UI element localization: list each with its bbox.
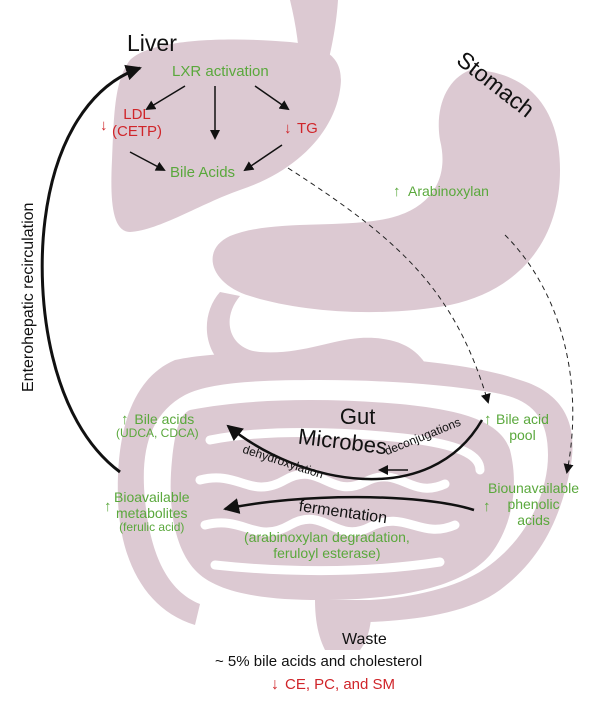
- phenolic-acids-label: Biounavailable phenolic acids: [488, 480, 579, 528]
- liver-arrows: [129, 85, 290, 172]
- waste-line1: ~ 5% bile acids and cholesterol: [215, 653, 423, 670]
- liver-title: Liver: [127, 30, 177, 56]
- bile-acid-pool-line1: Bile acid: [496, 411, 549, 427]
- metabolites-line1: Bioavailable: [114, 489, 190, 505]
- waste-line2: CE, PC, and SM: [285, 676, 396, 693]
- waste-down-arrow-icon: ↓: [271, 676, 279, 693]
- digestive-tract-silhouette: [111, 0, 573, 650]
- waste-title: Waste: [342, 631, 387, 648]
- intestine-coil-lines: [195, 428, 485, 576]
- arabinoxylan-label: Arabinoxylan: [408, 183, 489, 199]
- metabolites-line2: metabolites: [115, 505, 188, 522]
- ldl-label: LDL (CETP): [112, 106, 162, 141]
- microbes-title-line: Microbes: [296, 423, 389, 460]
- small-intestine-shape: [170, 400, 514, 600]
- recirculation-arrow: [40, 64, 142, 474]
- metabolites-up-arrow-icon: ↑: [104, 498, 112, 515]
- bile-acid-pool-line2: pool: [509, 427, 536, 444]
- fermentation-detail-line2: feruloyl esterase): [273, 545, 381, 562]
- phenolic-line2: phenolic: [507, 496, 560, 513]
- fermentation-detail-label: (arabinoxylan degradation, feruloyl este…: [244, 529, 410, 561]
- products-bile-acids-line2: (UDCA, CDCA): [116, 426, 199, 441]
- recirculation-label: Enterohepatic recirculation: [20, 202, 37, 392]
- liver-bile-acids-label: Bile Acids: [170, 164, 236, 181]
- products-bile-acids-up-arrow-icon: ↑: [121, 411, 129, 428]
- metabolites-label: Bioavailable metabolites (ferulic acid): [114, 489, 190, 535]
- fermentation-detail-line1: (arabinoxylan degradation,: [244, 529, 410, 545]
- cetp-line: (CETP): [112, 123, 162, 141]
- ldl-line: LDL: [123, 106, 151, 123]
- colon-shape: [117, 352, 573, 625]
- metabolites-line3: (ferulic acid): [119, 520, 185, 535]
- gut-title-line: Gut: [339, 404, 376, 429]
- phenolic-up-arrow-icon: ↑: [483, 498, 491, 515]
- dashed-transit-arrows: [287, 167, 574, 474]
- gut-microbes-title: Gut Microbes: [297, 404, 389, 460]
- lxr-activation-label: LXR activation: [172, 63, 269, 80]
- arabinoxylan-up-arrow-icon: ↑: [393, 183, 401, 200]
- bile-acid-pool-up-arrow-icon: ↑: [484, 411, 492, 428]
- rectum-shape: [315, 600, 372, 650]
- stomach-shape: [212, 70, 560, 313]
- liver-shape: [111, 39, 341, 233]
- tg-down-arrow-icon: ↓: [284, 120, 292, 137]
- bile-acid-pool-label: Bile acid pool: [496, 411, 549, 443]
- esophagus-shape: [290, 0, 338, 78]
- phenolic-line1: Biounavailable: [488, 480, 580, 496]
- products-bile-acids-line1: Bile acids: [134, 411, 195, 427]
- products-bile-acids-label: Bile acids (UDCA, CDCA): [116, 411, 199, 441]
- microbe-arrows: [223, 419, 484, 514]
- ldl-down-arrow-icon: ↓: [100, 117, 108, 134]
- phenolic-line3: acids: [517, 512, 550, 529]
- tg-label: TG: [297, 120, 318, 137]
